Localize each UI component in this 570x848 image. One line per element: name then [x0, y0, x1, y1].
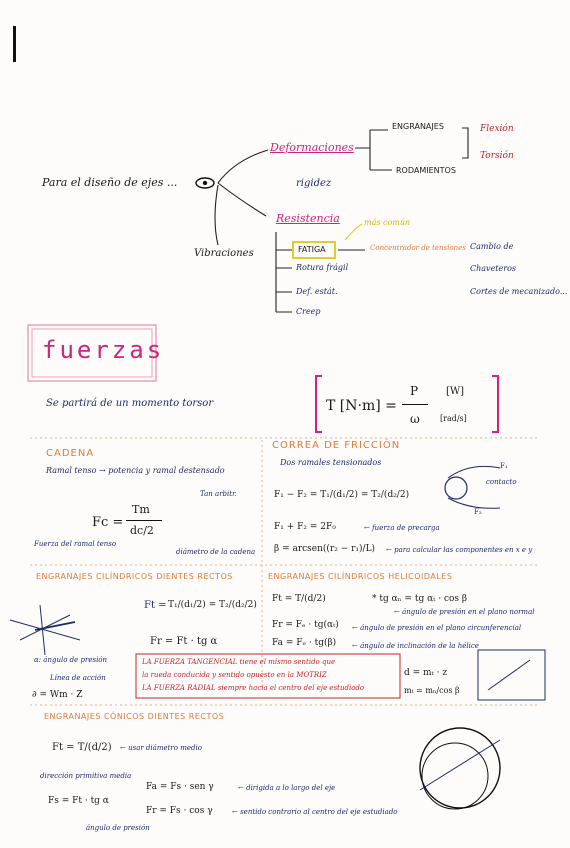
heli-note3: ← ángulo de inclinación de la hélice — [352, 642, 479, 650]
heli-d: d = mₜ · z — [404, 668, 448, 678]
fc-label: Fc = — [92, 515, 124, 530]
correa-eq2: F₁ + F₂ = 2F₀ — [274, 522, 336, 532]
rigidez-label: rigidez — [296, 178, 332, 189]
intro-text: Para el diseño de ejes ... — [42, 176, 178, 189]
conicos-fa-note: ← dirigida a lo largo del eje — [238, 784, 336, 792]
def-estatica-label: Def. estát. — [296, 287, 338, 296]
creep-label: Creep — [296, 307, 321, 316]
correa-eq3: β = arcsen((r₂ − r₁)/L) — [274, 544, 376, 554]
correa-eq2-note: ← fuerza de precarga — [364, 524, 440, 532]
nota-line1: LA FUERZA TANGENCIAL tiene el mismo sent… — [142, 658, 336, 666]
fuerzas-title: fuerzas — [42, 336, 165, 364]
mas-comun-label: más común — [364, 218, 411, 227]
nota-line3: LA FUERZA RADIAL siempre hacia el centro… — [142, 684, 365, 692]
helicoidales-ft: Ft = T/(d/2) — [272, 594, 326, 604]
tan-arb-label: Tan arbitr. — [200, 490, 237, 498]
heli-m: mₜ = mₙ/cos β — [404, 686, 460, 695]
conicos-fs: Fs = Ft · tg α — [48, 796, 109, 806]
resistencia-label: Resistencia — [276, 212, 340, 225]
formula-P: P — [410, 384, 419, 398]
contacto-label: contacto — [486, 478, 517, 486]
cadena-title: CADENA — [46, 448, 95, 459]
f1-label: F₁ — [500, 462, 508, 470]
angulo-label: α: ángulo de presión — [34, 656, 108, 664]
unit-W: [W] — [446, 386, 465, 397]
linea-label: Línea de acción — [50, 674, 106, 682]
formula-T: T [N·m] = — [326, 398, 397, 414]
helicoidales-title: ENGRANAJES CILÍNDRICOS HELICOIDALES — [268, 572, 453, 581]
conicos-ft-note: ← usar diámetro medio — [120, 744, 202, 752]
conicos-fa: Fa = Fs · sen γ — [146, 782, 214, 792]
f2-label: F₂ — [474, 508, 482, 516]
cortes-label: Cortes de mecanizado... — [470, 287, 568, 296]
rectos-ft: Ft = — [144, 600, 167, 611]
correa-eq3-note: ← para calcular las componentes en x e y — [386, 546, 533, 554]
torsion-label: Torsión — [480, 151, 514, 161]
conicos-fr-note: ← sentido contrario al centro del eje es… — [232, 808, 398, 816]
conicos-fr: Fr = Fs · cos γ — [146, 806, 213, 816]
heli-note2: ← ángulo de presión en el plano circunfe… — [352, 624, 522, 632]
rectos-title: ENGRANAJES CILÍNDRICOS DIENTES RECTOS — [36, 572, 233, 581]
diametro-label: diámetro de la cadena — [176, 548, 256, 556]
momento-torsor-text: Se partirá de un momento torsor — [46, 398, 214, 409]
deformaciones-label: Deformaciones — [270, 141, 354, 154]
margin-mark — [13, 26, 16, 62]
correa-title: CORREA DE FRICCIÓN — [272, 440, 401, 451]
conicos-ft: Ft = T/(d/2) — [52, 742, 112, 753]
formula-w: ω — [410, 412, 420, 426]
cadena-subtitle: Ramal tenso → potencia y ramal destensad… — [46, 466, 225, 475]
fc-num: Tm — [132, 503, 150, 516]
formula-divider — [402, 404, 428, 405]
chaveteros-label: Chaveteros — [470, 264, 516, 273]
flexion-label: Flexión — [480, 124, 514, 134]
rectos-formula: ∂ = Wm · Z — [32, 690, 83, 700]
nota-line2: la rueda conducida y sentido opuesto en … — [142, 671, 327, 679]
correa-subtitle: Dos ramales tensionados — [280, 458, 382, 467]
helicoidales-tg: * tg αₙ = tg αₜ · cos β — [372, 594, 468, 604]
fc-den: dc/2 — [130, 524, 154, 537]
fatiga-label: FATIGA — [298, 245, 326, 254]
correa-eq1: F₁ − F₂ = T₁/(d₁/2) = T₂/(d₂/2) — [274, 490, 410, 500]
vibraciones-label: Vibraciones — [194, 248, 254, 259]
conicos-angulo: ángulo de presión — [86, 824, 150, 832]
direccion-label: dirección primitiva media — [40, 772, 132, 780]
concentrador-label: Concentrador de tensiones — [370, 244, 466, 252]
helicoidales-fr: Fr = Fₑ · tg(αₜ) — [272, 620, 339, 630]
rotura-fragil-label: Rotura frágil — [296, 263, 349, 272]
eye-icon — [195, 177, 215, 189]
unit-rads: [rad/s] — [440, 414, 467, 423]
engranajes-label: ENGRANAJES — [392, 122, 444, 131]
rectos-fr: Fr = Ft · tg α — [150, 636, 218, 647]
fuerza-ramal-label: Fuerza del ramal tenso — [34, 540, 117, 548]
heli-note1: ← ángulo de presión en el plano normal — [394, 608, 535, 616]
conicos-title: ENGRANAJES CÓNICOS DIENTES RECTOS — [44, 712, 225, 721]
helicoidales-fa: Fa = Fₑ · tg(β) — [272, 638, 337, 648]
rectos-ft-frac: T₁/(d₁/2) = T₂/(d₂/2) — [168, 600, 257, 610]
fc-div — [126, 520, 162, 521]
cambio-label: Cambio de — [470, 242, 514, 251]
rodamientos-label: RODAMIENTOS — [396, 166, 456, 175]
